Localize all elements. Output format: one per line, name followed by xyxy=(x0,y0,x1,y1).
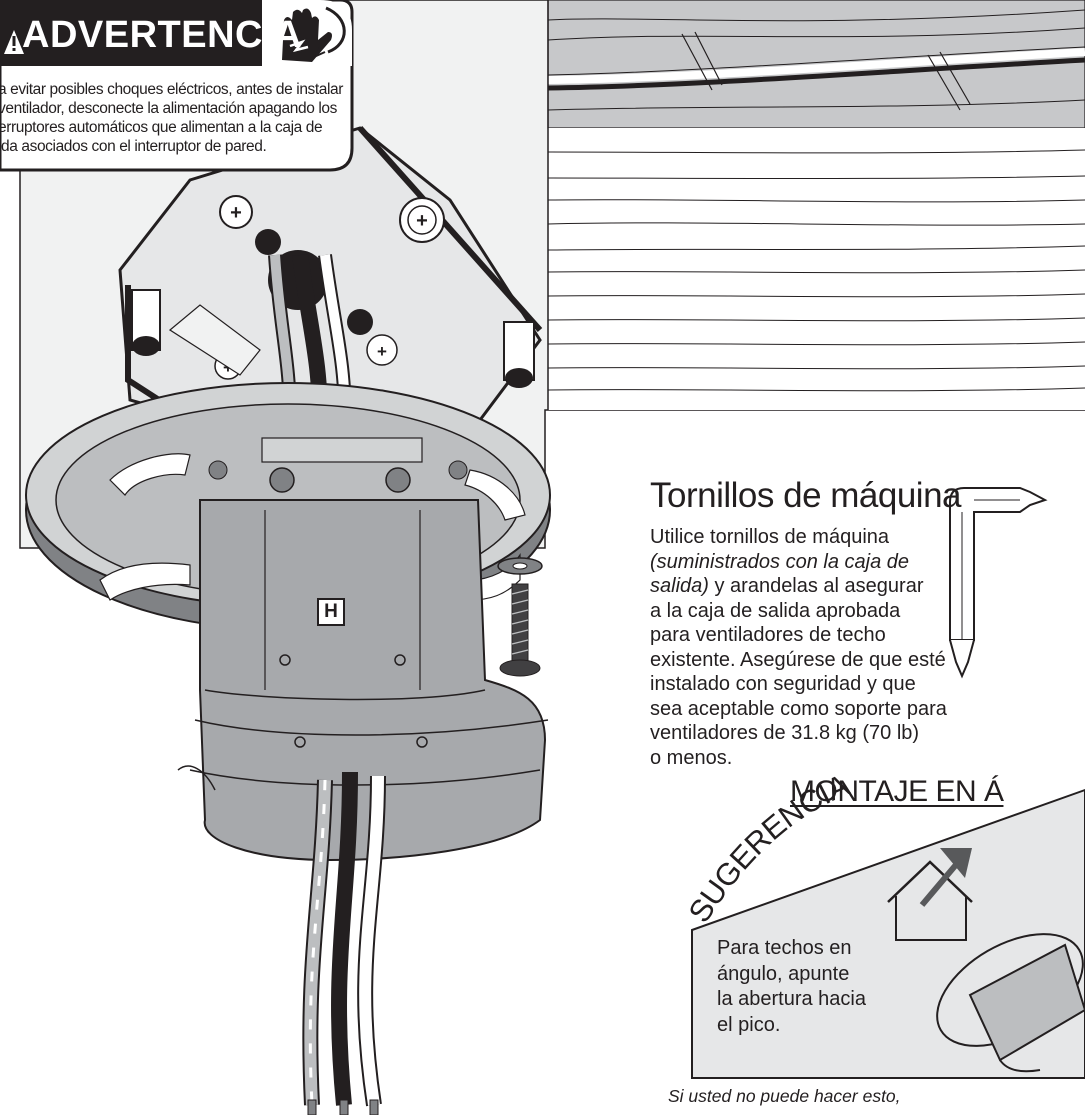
warning-line-1: a evitar posibles choques eléctricos, an… xyxy=(0,81,344,98)
svg-text:+: + xyxy=(377,342,387,361)
electric-shock-hand-icon xyxy=(282,6,346,62)
warning-line-3: erruptores automáticos que alimentan a l… xyxy=(0,119,323,136)
tornillos-line-7: instalado con seguridad y que xyxy=(650,673,916,695)
tornillos-line-1: Utilice tornillos de máquina xyxy=(650,526,890,548)
lead-wires xyxy=(302,771,386,1115)
sugerencia-line-4: el pico. xyxy=(717,1013,781,1036)
tornillos-line-5: para ventiladores de techo xyxy=(650,624,886,646)
warning-line-4: ida asociados con el interruptor de pare… xyxy=(0,138,267,155)
warning-triangle-icon xyxy=(4,30,24,54)
tornillos-line-2: (suministrados con la caja de xyxy=(650,550,910,573)
sugerencia-title-underlined: MONTAJE EN Á xyxy=(790,775,1004,808)
tornillos-line-10: o menos. xyxy=(650,746,733,769)
warning-box-frame xyxy=(0,0,354,172)
allen-wrench-icon xyxy=(949,487,1048,679)
sugerencia-text: Para techos en ángulo, apunte la abertur… xyxy=(717,936,917,1038)
roof-peak-arrow-icon xyxy=(887,848,973,941)
svg-text:+: + xyxy=(416,210,428,232)
tornillos-line-3-rest: y arandelas al asegurar xyxy=(708,575,924,597)
warning-title: ADVERTENCIA xyxy=(22,14,302,56)
svg-text:+: + xyxy=(230,202,242,224)
tornillos-line-9: ventiladores de 31.8 kg (70 lb) xyxy=(650,722,920,744)
tornillos-line-3-italic: salida) xyxy=(650,575,709,597)
tornillos-line-8: sea aceptable como soporte para xyxy=(650,697,947,720)
sugerencia-line-1: Para techos en xyxy=(717,937,852,959)
sugerencia-footnote: Si usted no puede hacer esto, xyxy=(668,1086,901,1106)
tornillos-body: Utilice tornillos de máquina (suministra… xyxy=(650,525,960,770)
sugerencia-line-3: la abertura hacia xyxy=(717,988,866,1010)
machine-screw xyxy=(497,557,543,677)
label-h: H xyxy=(317,598,345,626)
canopy-housing xyxy=(177,499,549,862)
tornillos-line-6: existente. Asegúrese de que esté xyxy=(650,648,946,671)
sugerencia-line-2: ángulo, apunte xyxy=(717,962,850,985)
warning-line-2: ventilador, desconecte la alimentación a… xyxy=(0,100,337,117)
tornillos-heading: Tornillos de máquina xyxy=(650,476,962,515)
angled-mount-thumbnail xyxy=(936,933,1085,1073)
warning-text: a evitar posibles choques eléctricos, an… xyxy=(0,80,350,156)
tornillos-line-4: a la caja de salida aprobada xyxy=(650,599,901,622)
